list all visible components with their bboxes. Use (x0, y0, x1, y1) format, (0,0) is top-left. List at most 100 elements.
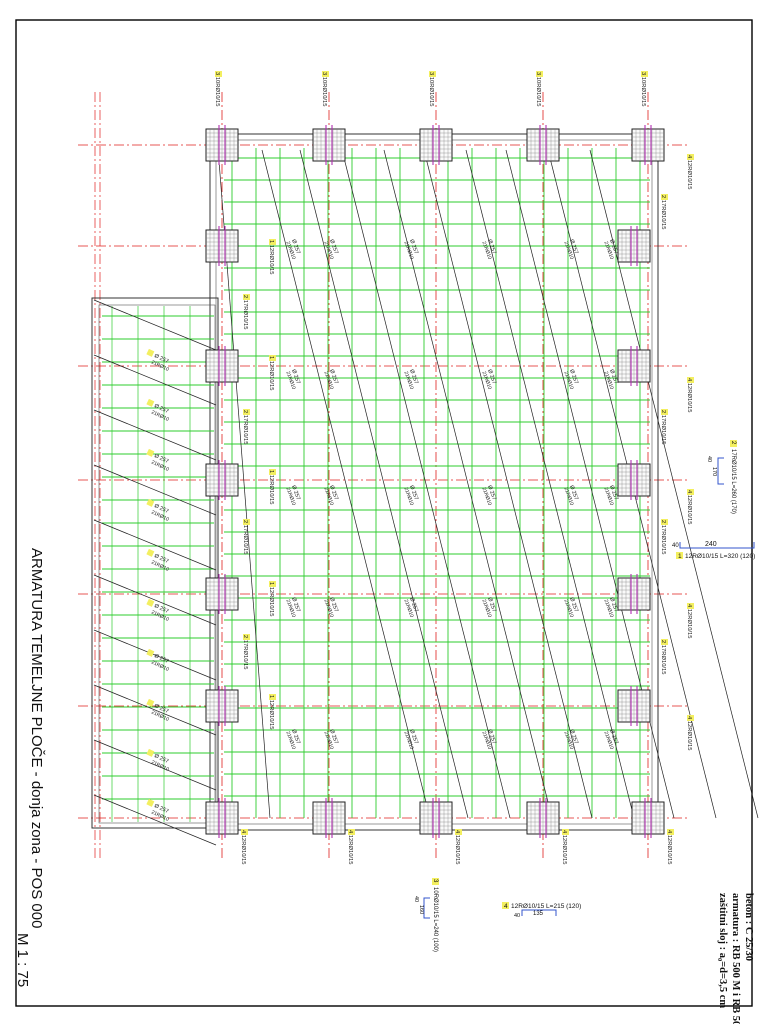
columns (205, 125, 665, 838)
left-column-bar-label: 2 17RØ10/15 (242, 294, 250, 329)
label-tag (661, 194, 668, 200)
column (312, 125, 346, 165)
top-column-bar-label-text: 3 10RØ10/15 (535, 72, 541, 106)
label-tag (243, 409, 250, 415)
diagonal-leader-extension (93, 354, 217, 406)
label-tag (269, 694, 276, 700)
label-tag (429, 71, 436, 77)
bar-shape-3-spec: 10RØ10/15 L=240 (100) (432, 887, 438, 952)
diagonal-bar-marks (93, 147, 759, 846)
field-bar-label-diameter: Ø 257 (408, 239, 419, 255)
column (205, 346, 239, 386)
left-inner-bar-label-text: 1 12RØ10/15 (268, 240, 274, 274)
top-column-bar-label: 3 10RØ10/15 (321, 71, 329, 106)
column (205, 574, 239, 614)
label-tag (215, 71, 222, 77)
left-inner-bar-label-text: 1 12RØ10/15 (268, 582, 274, 616)
field-bar-label-diameter: Ø 257 (328, 369, 339, 385)
field-bar-label-diameter: Ø 257 (486, 239, 497, 255)
label-tag (146, 348, 155, 357)
label-tag (687, 154, 694, 160)
note-cover: zaštitni sloj : a₀=d=3,5 cm (717, 893, 728, 1008)
label-tag (146, 398, 155, 407)
bar-shape-3: 40 160 3 10RØ10/15 L=240 (100) (413, 878, 439, 952)
top-column-bar-label: 3 10RØ10/15 (535, 71, 543, 106)
right-column-bar-label: 4 12RØ10/15 (686, 489, 694, 524)
bar-shape-4-number: 4 (504, 903, 508, 910)
sheet-border (15, 19, 753, 1007)
left-column-bar-label: 2 17RØ10/15 (242, 519, 250, 554)
extension-bar-label-diameter: Ø 257 (153, 703, 169, 715)
bar-shape-3-dim: 160 (418, 905, 424, 914)
drawing-title: ARMATURA TEMELJNE PLOČE - donja zona - P… (28, 548, 45, 928)
label-tag (146, 498, 155, 507)
bar-shape-1-dim: 240 (705, 541, 717, 548)
diagonal-leader-extension (93, 794, 217, 846)
bar-shape-1: 240 40 1 12RØ10/15 L=320 (120) (672, 541, 755, 560)
left-inner-bar-label: 1 12RØ10/15 (268, 239, 276, 274)
bar-shape-1-leg: 40 (672, 543, 679, 549)
column (617, 460, 651, 500)
column (617, 346, 651, 386)
column (617, 226, 651, 266)
field-bar-label-diameter: Ø 257 (568, 597, 579, 613)
label-tag (146, 748, 155, 757)
label-tag (322, 71, 329, 77)
diagonal-leader-extension (93, 464, 217, 516)
left-column-bar-label-text: 2 17RØ10/15 (242, 295, 248, 329)
label-tag (146, 798, 155, 807)
label-tag (146, 598, 155, 607)
field-bar-label-diameter: Ø 257 (608, 597, 619, 613)
field-bar-label-diameter: Ø 257 (408, 369, 419, 385)
field-bar-label-diameter: Ø 257 (608, 239, 619, 255)
column (419, 798, 453, 838)
diagonal-leader (465, 149, 635, 819)
field-bar-label-diameter: Ø 257 (408, 597, 419, 613)
label-tag (687, 715, 694, 721)
field-bar-label-diameter: Ø 257 (568, 239, 579, 255)
label-tag (661, 639, 668, 645)
bar-shape-1-spec: 12RØ10/15 L=320 (120) (685, 553, 755, 560)
right-column-bar-label-text: 4 12RØ10/15 (686, 155, 692, 189)
label-tag (146, 648, 155, 657)
bar-shape-2-dim: 170 (711, 467, 717, 476)
top-column-bar-label-text: 3 10RØ10/15 (640, 72, 646, 106)
label-tag (536, 71, 543, 77)
bar-shape-3-number: 3 (432, 879, 438, 883)
extension-bar-label-diameter: Ø 257 (153, 603, 169, 615)
extension-bar-label-diameter: Ø 257 (153, 753, 169, 765)
left-inner-bar-label: 1 12RØ10/15 (268, 469, 276, 504)
label-tag (667, 829, 674, 835)
column (205, 460, 239, 500)
column (205, 798, 239, 838)
diagonal-leader-extension (93, 684, 217, 736)
note-concrete: beton : C 25/30 (743, 893, 754, 961)
label-tag (269, 581, 276, 587)
column (631, 125, 665, 165)
field-bar-label-diameter: Ø 257 (568, 485, 579, 501)
field-bar-label-diameter: Ø 257 (408, 485, 419, 501)
bar-shape-2-leg: 40 (706, 456, 712, 462)
bar-shape-1-number: 1 (678, 553, 682, 560)
column (617, 686, 651, 726)
diagonal-leader (261, 149, 431, 819)
label-tag (146, 448, 155, 457)
field-bar-label-diameter: Ø 257 (290, 485, 301, 501)
